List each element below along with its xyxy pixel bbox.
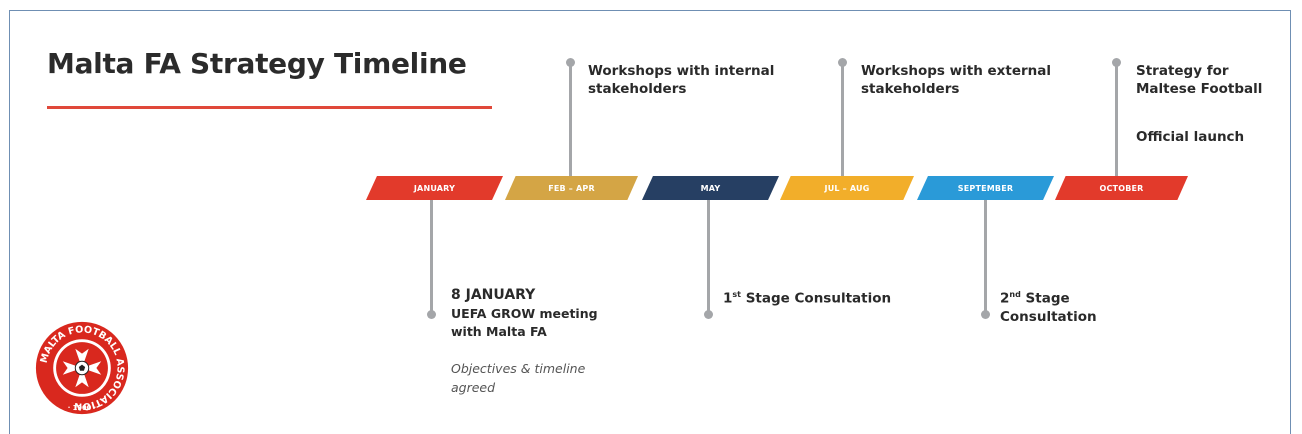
- label-january-event: UEFA GROW meeting with Malta FA: [451, 306, 598, 339]
- marker-dot-september: [981, 310, 990, 319]
- label-second-consultation: 2nd Stage Consultation: [1000, 286, 1130, 326]
- label-official-launch: Official launch: [1136, 129, 1245, 145]
- label-january-date: 8 JANUARY: [451, 287, 536, 303]
- stage-text: Stage Consultation: [745, 290, 892, 307]
- connector-feb-apr: [569, 63, 572, 176]
- connector-january: [430, 200, 433, 314]
- stage-number: 2: [1000, 290, 1010, 307]
- label-external-workshops: Workshops with external stakeholders: [861, 63, 1051, 97]
- connector-october: [1115, 63, 1118, 176]
- football-icon: [74, 360, 90, 376]
- logo-year: · 1900 ·: [68, 404, 96, 412]
- title-underline: [47, 106, 492, 109]
- connector-may: [707, 200, 710, 314]
- label-first-consultation: 1st Stage Consultation: [723, 286, 891, 308]
- marker-dot-october: [1112, 58, 1121, 67]
- phase-september: SEPTEMBER: [917, 176, 1054, 200]
- marker-dot-may: [704, 310, 713, 319]
- connector-jul-aug: [841, 63, 844, 176]
- stage-number: 1: [723, 290, 733, 307]
- phase-jul-aug: JUL – AUG: [780, 176, 914, 200]
- malta-fa-logo: MALTA FOOTBALL ASSOCIATION · 1900 ·: [35, 321, 129, 415]
- label-january-note: Objectives & timeline agreed: [451, 361, 586, 395]
- maltese-cross-icon: [62, 348, 102, 388]
- phase-may: MAY: [642, 176, 779, 200]
- slide-frame: [9, 10, 1291, 434]
- phase-january: JANUARY: [366, 176, 503, 200]
- label-internal-workshops: Workshops with internal stakeholders: [588, 63, 775, 97]
- ordinal-suffix: st: [732, 290, 741, 299]
- ordinal-suffix: nd: [1009, 290, 1021, 299]
- stage-text-1: Stage: [1025, 290, 1070, 307]
- marker-dot-january: [427, 310, 436, 319]
- marker-dot-feb-apr: [566, 58, 575, 67]
- connector-september: [984, 200, 987, 314]
- marker-dot-jul-aug: [838, 58, 847, 67]
- label-strategy: Strategy for Maltese Football: [1136, 63, 1263, 97]
- phase-october: OCTOBER: [1055, 176, 1188, 200]
- phase-feb-apr: FEB – APR: [505, 176, 638, 200]
- page-title: Malta FA Strategy Timeline: [47, 47, 467, 80]
- stage-text-2: Consultation: [1000, 308, 1097, 325]
